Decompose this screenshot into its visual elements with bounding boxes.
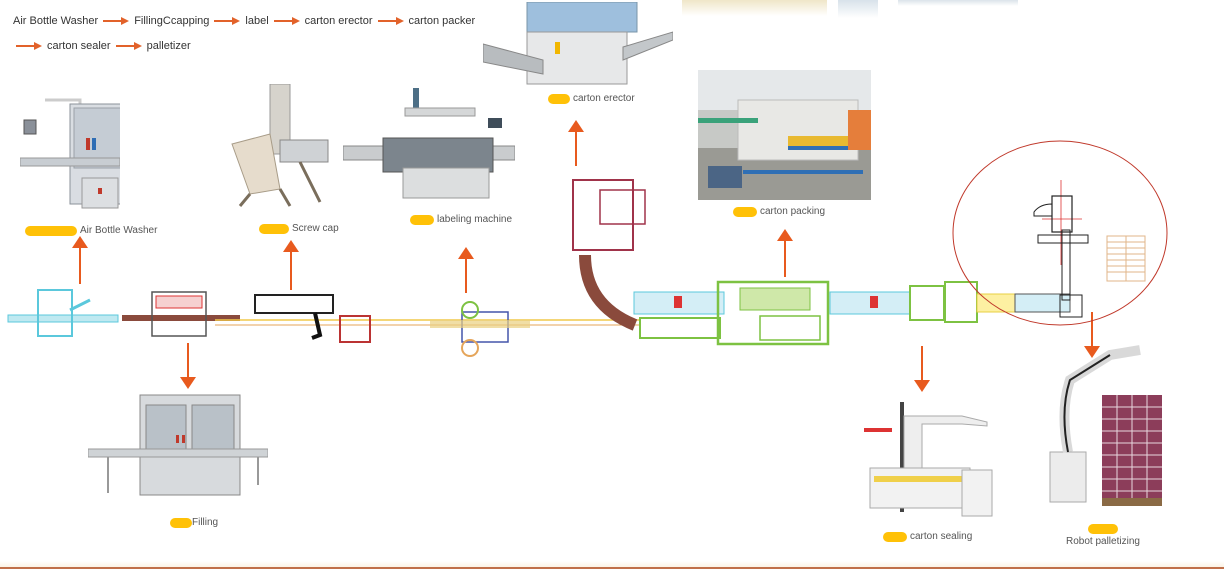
arrow-up-icon [458,247,474,293]
faded-header-image [898,0,1018,6]
flow-step-label: label [245,15,269,27]
bottom-fade [0,561,1224,567]
arrow-up-icon [72,236,88,284]
robot-palletizing-image [1040,340,1170,508]
label-badge [733,206,757,217]
label-badge [548,93,570,104]
faded-header-image [838,0,878,18]
carton-erector-label: carton erector [548,93,635,104]
flow-arrow-icon [273,17,300,25]
arrow-up-icon [283,240,299,290]
filling-label: Filling [170,517,218,528]
arrow-down-icon [180,343,196,389]
carton-erector-image [482,1,674,88]
labeling-machine-label: labeling machine [410,214,512,225]
flow-step-carton-erector: carton erector [304,15,373,27]
arrow-down-icon [1084,312,1100,358]
carton-sealing-label: carton sealing [883,531,972,542]
flow-arrow-icon [115,42,142,50]
process-flow-row-2: carton sealer palletizer [14,40,194,52]
flow-step-palletizer: palletizer [146,40,191,52]
screw-cap-label: Screw cap [259,223,339,234]
arrow-down-icon [914,346,930,392]
label-badge [25,225,77,236]
label-badge [883,531,907,542]
flow-step-carton-sealer: carton sealer [47,40,111,52]
air-bottle-washer-label: Air Bottle Washer [25,225,157,236]
filling-machine-image [87,385,269,505]
label-badge [410,214,434,225]
carton-sealing-image [862,396,997,536]
flow-step-air-bottle-washer: Air Bottle Washer [13,15,99,27]
process-flow-row-1: Air Bottle Washer FillingCcapping label … [10,15,478,27]
robot-palletizing-label: Robot palletizing [1066,524,1140,547]
carton-packing-image [698,70,871,200]
production-line-layout [0,170,1224,360]
bottom-divider [0,567,1224,569]
arrow-up-icon [568,120,584,166]
flow-arrow-icon [214,17,241,25]
label-badge [259,223,289,234]
label-badge [1087,524,1118,534]
flow-arrow-icon [16,42,42,50]
screw-cap-image [230,83,330,209]
palletizer-reach-circle [952,140,1168,326]
flow-arrow-icon [103,17,130,25]
label-badge [170,517,192,528]
carton-packing-label: carton packing [733,206,825,217]
flow-step-carton-packer: carton packer [408,15,476,27]
labeling-machine-image [342,88,516,200]
flow-step-filling-capping: FillingCcapping [134,15,210,27]
faded-header-image [682,0,827,16]
flow-arrow-icon [377,17,404,25]
arrow-up-icon [777,229,793,277]
